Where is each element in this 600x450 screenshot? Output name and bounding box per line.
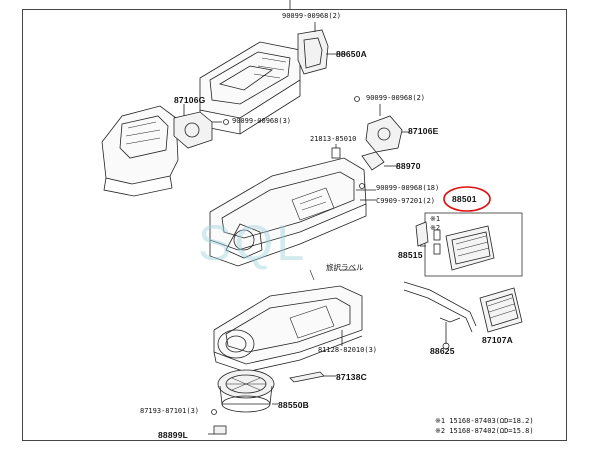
label-87106G: 87106G	[174, 95, 206, 105]
blower-motor	[217, 369, 278, 413]
label-81128: 81128-82010(3)	[318, 346, 378, 354]
label-21813: 21813-85010	[310, 135, 357, 143]
part-88650A	[297, 22, 346, 75]
label-88501: 88501	[452, 194, 477, 204]
part-88899L	[208, 425, 227, 435]
part-87138C	[289, 371, 336, 383]
label-88650A: 88650A	[336, 49, 367, 59]
footnote-1: ※1 15168-87403(ΩD=18.2)	[435, 417, 534, 425]
label-88625: 88625	[430, 346, 455, 356]
heater-core	[403, 281, 523, 350]
main-hvac-case	[209, 157, 376, 267]
footnote-2: ※2 15168-87402(ΩD=15.8)	[435, 427, 534, 435]
label-bolt-left: 90099-00968(3)	[232, 117, 292, 125]
label-88970: 88970	[396, 161, 421, 171]
watermark: SQL	[198, 215, 308, 271]
part-87106G	[173, 104, 222, 149]
part-21813	[331, 144, 341, 159]
label-bolt-top: 90099-00968(2)	[282, 12, 342, 20]
label-tag-jp: 旅訳ラベル	[326, 263, 364, 272]
part-88970	[361, 151, 398, 171]
label-87138C: 87138C	[336, 372, 367, 382]
evaporator-callout	[415, 212, 523, 277]
diagram-frame	[22, 9, 567, 441]
label-88899L: 88899L	[158, 430, 189, 440]
label-87107A: 87107A	[482, 335, 513, 345]
lower-blower-case	[213, 285, 363, 373]
label-bolt-mid: 90099-00968(18)	[376, 184, 440, 192]
label-88515: 88515	[398, 250, 423, 260]
label-mark2: ※2	[430, 224, 441, 232]
part-87106E	[365, 104, 410, 153]
label-93909: C9909-97201(2)	[376, 197, 436, 205]
label-mark1: ※1	[430, 215, 441, 223]
highlight-circle	[443, 186, 491, 212]
label-87193: 87193-87101(3)	[140, 407, 200, 415]
label-bolt-right-top: 90099-00968(2)	[366, 94, 426, 102]
label-88550B: 88550B	[278, 400, 309, 410]
left-housing	[101, 105, 179, 197]
label-87106E: 87106E	[408, 126, 439, 136]
upper-air-box	[199, 41, 301, 135]
